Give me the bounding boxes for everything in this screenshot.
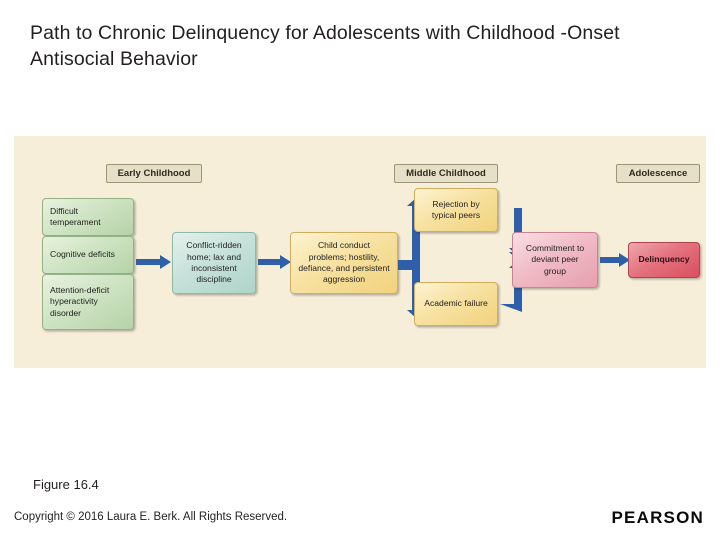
arrow-deviant-peers-to-delinquency: [600, 252, 630, 268]
pearson-logo: PEARSON: [611, 508, 704, 527]
node-commitment-deviant-peer-group-label: Commitment to deviant peer group: [525, 243, 585, 276]
node-child-conduct-problems: Child conduct problems; hostility, defia…: [290, 232, 398, 294]
node-delinquency-label: Delinquency: [638, 254, 690, 265]
node-adhd: Attention-deficit hyperactivity disorder: [42, 274, 134, 330]
node-difficult-temperament-label: Difficult temperament: [50, 205, 101, 227]
figure-caption: Figure 16.4: [33, 477, 99, 492]
arrow-home-to-conduct: [258, 254, 292, 270]
node-conflict-ridden-home-label: Conflict-ridden home; lax and inconsiste…: [186, 240, 242, 285]
stage-label-early-childhood: Early Childhood: [106, 164, 202, 183]
node-cognitive-deficits-label: Cognitive deficits: [50, 249, 115, 260]
node-child-conduct-problems-label: Child conduct problems; hostility, defia…: [298, 240, 390, 285]
node-academic-failure: Academic failure: [414, 282, 498, 326]
page-title: Path to Chronic Delinquency for Adolesce…: [30, 22, 620, 70]
node-rejection-by-peers: Rejection by typical peers: [414, 188, 498, 232]
node-difficult-temperament: Difficult temperament: [42, 198, 134, 236]
node-rejection-by-peers-label: Rejection by typical peers: [431, 198, 481, 220]
node-academic-failure-label: Academic failure: [424, 298, 488, 309]
node-adhd-label: Attention-deficit hyperactivity disorder: [50, 285, 110, 318]
figure-diagram-panel: Early Childhood Middle Childhood Adolesc…: [14, 136, 706, 368]
node-cognitive-deficits: Cognitive deficits: [42, 236, 134, 274]
copyright-notice: Copyright © 2016 Laura E. Berk. All Righ…: [14, 511, 288, 523]
node-commitment-deviant-peer-group: Commitment to deviant peer group: [512, 232, 598, 288]
arrow-early-to-home: [136, 254, 172, 270]
stage-label-middle-childhood: Middle Childhood: [394, 164, 498, 183]
stage-label-adolescence: Adolescence: [616, 164, 700, 183]
node-delinquency: Delinquency: [628, 242, 700, 278]
node-conflict-ridden-home: Conflict-ridden home; lax and inconsiste…: [172, 232, 256, 294]
